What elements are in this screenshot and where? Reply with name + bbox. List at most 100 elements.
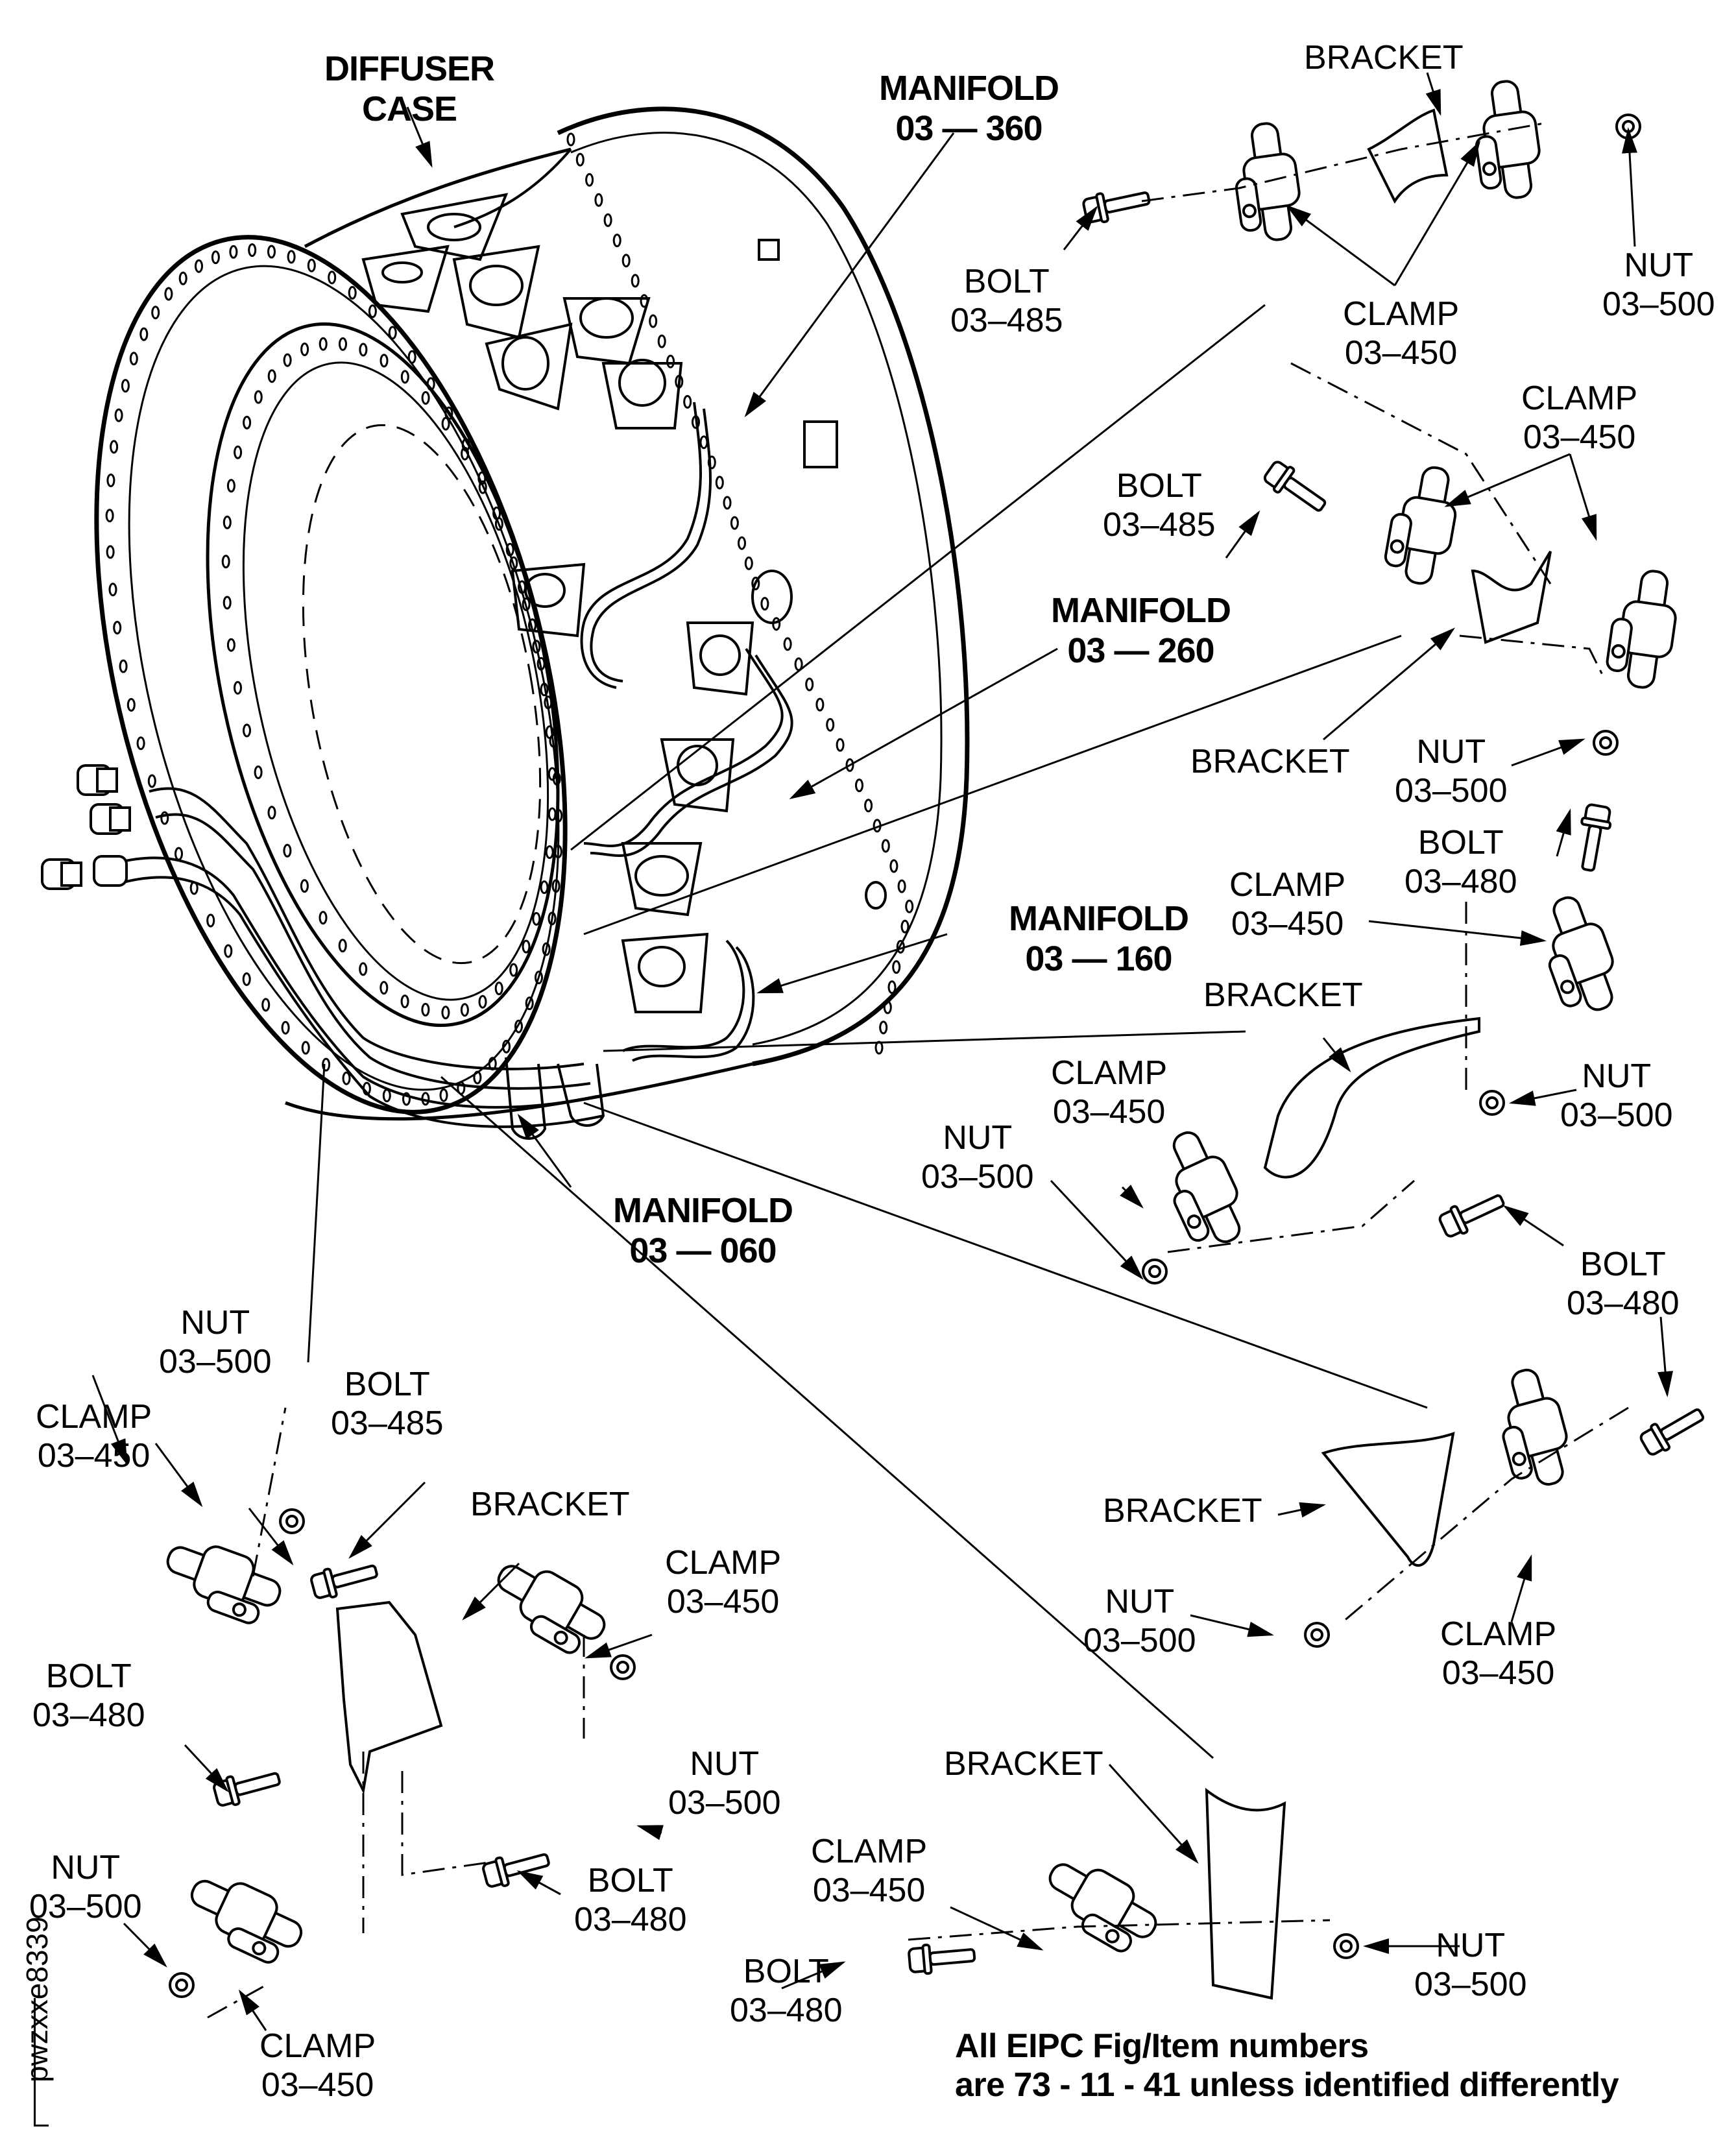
clamp-drawing	[483, 1550, 615, 1662]
bore-flange-bolt-hole	[462, 448, 468, 459]
rear-flange-bolt-hole	[658, 335, 665, 347]
figure-id-bracket	[34, 1998, 49, 2127]
front-flange-bolt-hole	[176, 848, 182, 860]
rear-flange-bolt-hole	[739, 537, 745, 549]
bore-flange-bolt-hole	[546, 847, 553, 858]
bore-flange-bolt-hole	[402, 996, 408, 1007]
tube-end-fittings	[42, 765, 130, 889]
rear-flange-bolt-hole	[902, 921, 908, 932]
bore-flange-bolt-hole	[340, 338, 346, 350]
bore-flange-bolt-hole	[511, 557, 517, 569]
front-flange-bolt-hole	[463, 439, 469, 451]
rear-flange-bolt-hole	[884, 1002, 891, 1013]
bolt-part	[235, 1773, 280, 1796]
front-flange-bolt-hole	[383, 1090, 390, 1102]
rear-flange-bolt-hole	[632, 275, 638, 287]
manifold-03-060-label: MANIFOLD 03 — 060	[613, 1191, 793, 1271]
bore-flange-bolt-hole	[511, 964, 517, 976]
front-bore-inner	[192, 335, 600, 1028]
clamp-drawing	[1488, 1364, 1578, 1493]
bore-flange-bolt-hole	[224, 516, 230, 528]
rear-flange-bolt-hole	[753, 577, 759, 589]
front-flange-bolt-hole	[389, 327, 396, 339]
bore-flange-bolt-hole	[422, 1004, 429, 1015]
front-flange-bolt-hole	[282, 1022, 289, 1033]
nut-hole	[176, 1980, 187, 1990]
front-flange-bolt-hole	[180, 272, 186, 284]
front-flange-bolt-hole	[516, 1020, 522, 1032]
rear-flange-bolt-hole	[891, 860, 897, 872]
bore-flange-bolt-hole	[523, 599, 529, 610]
bore-flange-bolt-hole	[541, 882, 548, 893]
front-flange-bolt-hole	[288, 251, 295, 263]
clamp-part	[1512, 1452, 1526, 1466]
bore-flange-bolt-hole	[523, 941, 529, 952]
bore-flange-bolt-hole	[360, 344, 367, 356]
front-flange-bolt-hole	[269, 246, 275, 258]
bore-flange-bolt-hole	[442, 1007, 449, 1018]
front-flange-bolt-hole	[128, 699, 134, 711]
bolt-part	[1660, 1408, 1704, 1441]
bore-flange-bolt-hole	[496, 518, 502, 530]
rear-flange-bolt-hole	[614, 235, 620, 247]
rear-flange-bolt-hole	[716, 477, 723, 488]
diffuser-case-label: DIFFUSER CASE	[324, 49, 495, 129]
bore-flange-bolt-hole	[461, 1004, 468, 1016]
bore-flange-bolt-hole	[269, 807, 275, 819]
clamp-drawing	[178, 1866, 310, 1971]
nut-hole	[618, 1662, 628, 1672]
bore-flange-bolt-hole	[255, 767, 261, 778]
clamp-part	[1612, 645, 1625, 658]
front-flange-bolt-hole	[545, 697, 551, 708]
rear-flange-bolt-hole	[817, 699, 823, 710]
front-flange-bolt-hole	[263, 999, 269, 1011]
bore-flange-bolt-hole	[339, 940, 346, 952]
bore-flange-bolt-hole	[402, 371, 408, 383]
front-flange-bolt-hole	[349, 287, 356, 298]
nut-hole	[287, 1516, 297, 1526]
bracket-drawing	[1207, 1790, 1284, 1998]
clamp-drawing	[1468, 78, 1545, 202]
front-flange-bolt-hole	[111, 441, 117, 453]
rear-flange-inner	[571, 133, 941, 1044]
bottom-center-bracket-label: BRACKET	[944, 1745, 1103, 1783]
rear-flange-bolt-hole	[847, 759, 853, 771]
bore-flange-bolt-hole	[533, 913, 540, 924]
bore-flange-bolt-hole	[284, 354, 291, 366]
nut-hole	[1600, 738, 1611, 748]
bolt-part	[1582, 825, 1602, 871]
front-flange-bolt-hole	[553, 880, 559, 892]
bore-flange-bolt-hole	[244, 725, 250, 736]
front-flange-bolt-hole	[404, 1093, 410, 1105]
rear-flange-bolt-hole	[880, 1022, 887, 1033]
front-flange-bolt-hole	[152, 307, 159, 319]
bolt-drawing	[1574, 804, 1613, 873]
clamp-drawing	[1530, 890, 1628, 1021]
bolt-drawing	[309, 1557, 380, 1601]
rear-flange-bolt-hole	[762, 598, 768, 610]
front-flange-bolt-hole	[343, 1072, 350, 1084]
bolt-drawing	[481, 1846, 551, 1890]
rear-flange-bolt-hole	[684, 396, 691, 407]
rear-flange-bolt-hole	[784, 638, 791, 650]
bore-flange-bolt-hole	[301, 880, 307, 892]
bore-flange-bolt-hole	[302, 344, 308, 356]
rear-flange-bolt-hole	[668, 356, 674, 367]
rear-flange-bolt-hole	[827, 719, 834, 730]
front-bore-outer	[150, 292, 616, 1057]
front-flange-bolt-hole	[208, 915, 214, 926]
bore-flange-bolt-hole	[360, 963, 367, 975]
clamp-part	[251, 1940, 267, 1956]
